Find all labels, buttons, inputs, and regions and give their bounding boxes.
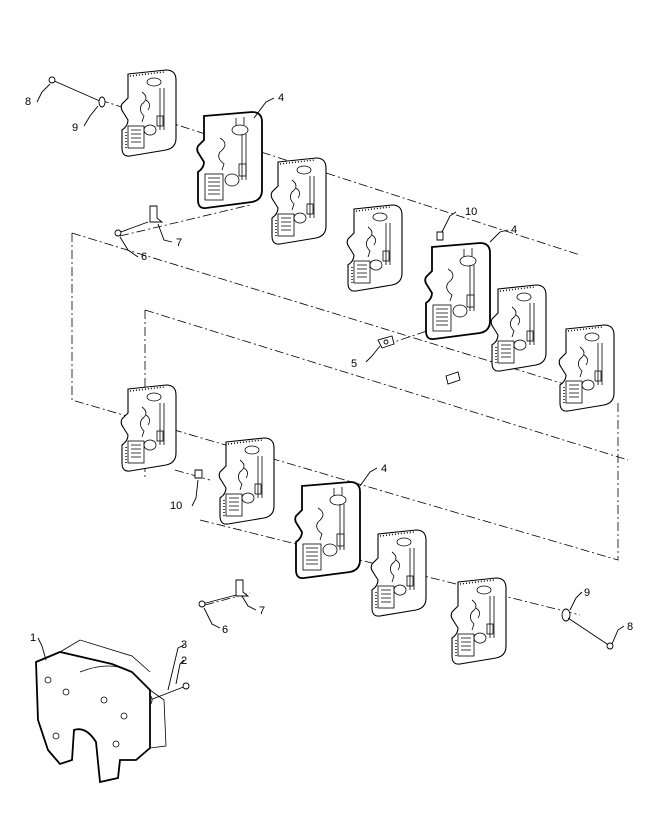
callout-8: 8 — [25, 96, 31, 108]
weight-plate — [346, 204, 403, 292]
leader-lines — [36, 83, 625, 691]
callout-8: 8 — [627, 621, 633, 633]
callout-9: 9 — [584, 587, 590, 599]
weight-plate-item-4 — [196, 111, 263, 210]
callout-7: 7 — [176, 237, 182, 249]
bolt-item-6 — [117, 221, 149, 234]
weight-plate-item-4 — [294, 481, 361, 579]
callout-4: 4 — [278, 92, 284, 104]
weight-plate — [270, 157, 327, 245]
mounting-bracket-item-1 — [35, 639, 167, 784]
bolt-item-2 — [149, 685, 187, 701]
weight-plate — [120, 69, 177, 157]
weight-plate — [120, 384, 177, 472]
weight-plate-item-4 — [424, 242, 491, 341]
bracket-item-7 — [149, 205, 164, 223]
weight-plate — [490, 284, 547, 372]
callout-5: 5 — [351, 358, 357, 370]
callout-6: 6 — [141, 251, 147, 263]
weight-plate — [370, 529, 427, 617]
hardware — [48, 76, 614, 705]
bolt-item-6 — [201, 593, 241, 605]
bracket-item-7 — [235, 579, 250, 597]
callout-10: 10 — [465, 206, 477, 218]
callout-2: 2 — [181, 655, 187, 667]
callout-1: 1 — [30, 632, 36, 644]
callout-3: 3 — [181, 639, 187, 651]
callout-9: 9 — [72, 122, 78, 134]
weight-plate-stack-lower — [120, 384, 507, 665]
weight-plate — [218, 437, 275, 525]
weight-plate — [558, 324, 615, 412]
bolt-item-8 — [567, 617, 611, 647]
callout-10: 10 — [170, 500, 182, 512]
callout-4: 4 — [381, 463, 387, 475]
clip-item-10 — [194, 469, 203, 479]
callouts: 8 9 4 6 7 10 4 5 4 10 6 7 9 8 1 3 2 — [25, 92, 633, 667]
callout-7: 7 — [259, 605, 265, 617]
weight-plate — [450, 577, 507, 665]
callout-4: 4 — [511, 224, 517, 236]
washer-item-9 — [98, 96, 106, 108]
callout-6: 6 — [222, 624, 228, 636]
nut-item-5 — [445, 371, 461, 385]
bolt-item-8 — [51, 79, 103, 103]
washer-item-9 — [561, 608, 571, 622]
clip-item-10 — [436, 231, 444, 241]
